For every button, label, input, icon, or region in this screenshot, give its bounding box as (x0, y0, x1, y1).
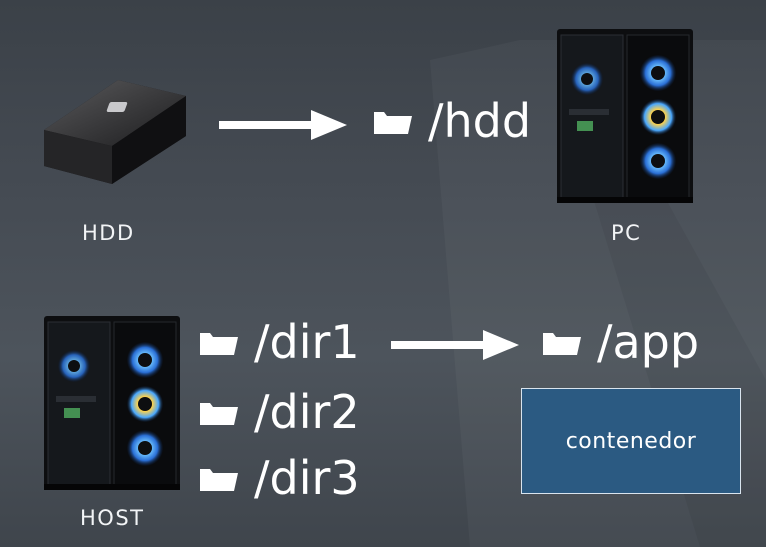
folder-icon (374, 112, 412, 134)
host-dir-3-label: /dir3 (254, 451, 360, 505)
folder-icon (200, 403, 238, 425)
arrow-right-icon (391, 330, 519, 360)
hdd-mount-path: /hdd (372, 98, 531, 144)
pc-tower-icon (557, 29, 693, 203)
arrow-right-icon (219, 110, 347, 140)
host-label: HOST (80, 506, 145, 530)
container-label: contenedor (565, 428, 697, 454)
app-mount-label: /app (597, 315, 700, 369)
folder-icon (200, 333, 238, 355)
host-dir-2: /dir2 (198, 389, 360, 435)
container-box: contenedor (521, 388, 741, 494)
hdd-label: HDD (82, 221, 135, 245)
host-dir-1-label: /dir1 (254, 315, 360, 369)
host-dir-3: /dir3 (198, 455, 360, 501)
folder-icon (543, 333, 581, 355)
external-hdd-icon (44, 80, 186, 184)
host-dir-2-label: /dir2 (254, 385, 360, 439)
hdd-mount-label: /hdd (428, 94, 532, 148)
host-tower-icon (44, 316, 180, 490)
pc-label: PC (611, 221, 642, 245)
folder-icon (200, 469, 238, 491)
host-dir-1: /dir1 (198, 319, 360, 365)
app-mount-path: /app (541, 319, 699, 365)
